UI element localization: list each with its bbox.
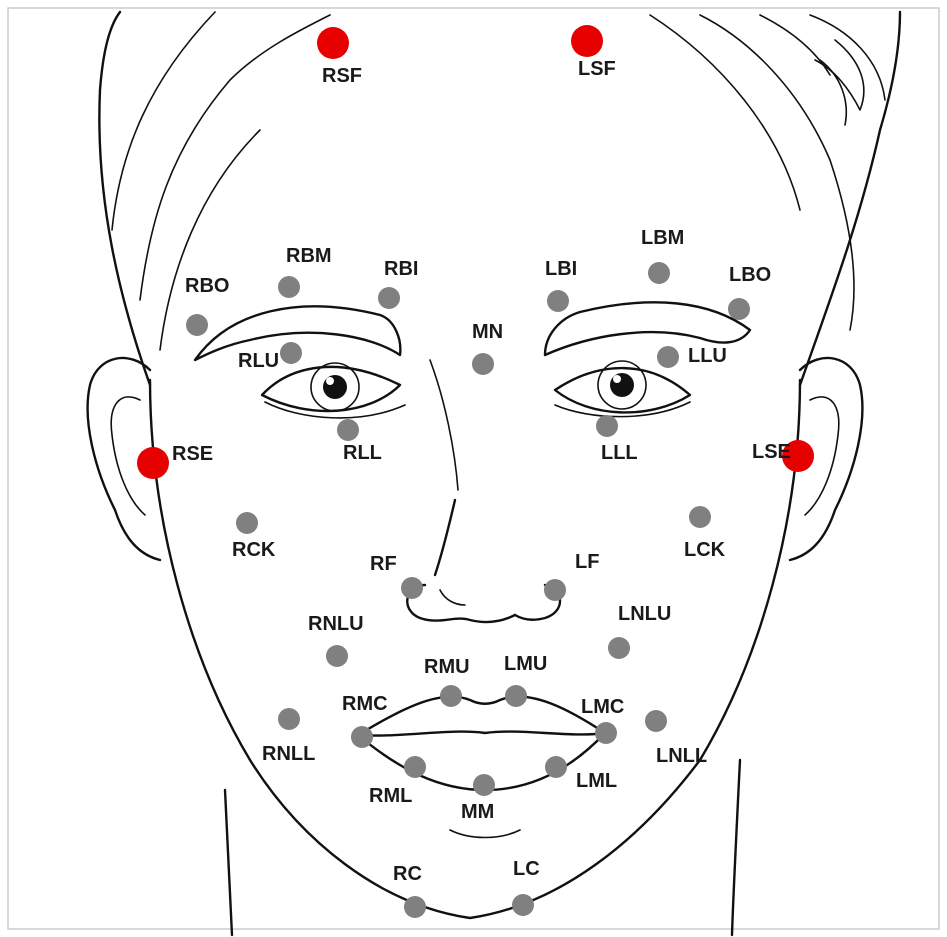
marker-dot-mm [473,774,495,796]
marker-label-lbi: LBI [545,258,577,280]
marker-label-lbm: LBM [641,227,684,249]
marker-label-rmc: RMC [342,693,388,715]
marker-label-rf: RF [370,553,397,575]
marker-label-rbo: RBO [185,275,229,297]
marker-dot-rmu [440,685,462,707]
marker-label-lnll: LNLL [656,745,707,767]
marker-label-mm: MM [461,801,494,823]
marker-label-lmu: LMU [504,653,547,675]
marker-dot-lsf [571,25,603,57]
marker-label-rml: RML [369,785,412,807]
marker-label-rc: RC [393,863,422,885]
marker-label-lnlu: LNLU [618,603,671,625]
marker-label-lmc: LMC [581,696,624,718]
marker-dot-mn [472,353,494,375]
marker-dot-rsf [317,27,349,59]
marker-dot-lnlu [608,637,630,659]
marker-label-rll: RLL [343,442,382,464]
marker-dot-rmc [351,726,373,748]
marker-label-rck: RCK [232,539,276,561]
marker-dot-rbm [278,276,300,298]
marker-label-rmu: RMU [424,656,470,678]
marker-dot-lbo [728,298,750,320]
marker-label-lf: LF [575,551,599,573]
marker-label-rbm: RBM [286,245,332,267]
marker-label-lll: LLL [601,442,638,464]
marker-label-rnll: RNLL [262,743,315,765]
marker-label-rnlu: RNLU [308,613,364,635]
marker-dot-lll [596,415,618,437]
marker-dot-rnll [278,708,300,730]
marker-dot-lmu [505,685,527,707]
marker-label-rse: RSE [172,443,213,465]
marker-label-rlu: RLU [238,350,279,372]
marker-label-rbi: RBI [384,258,418,280]
marker-dot-rlu [280,342,302,364]
marker-label-lck: LCK [684,539,726,561]
marker-label-lbo: LBO [729,264,771,286]
marker-dot-rck [236,512,258,534]
marker-dot-lml [545,756,567,778]
marker-label-lml: LML [576,770,617,792]
marker-dot-rll [337,419,359,441]
marker-label-lse: LSE [752,441,791,463]
marker-dot-rse [137,447,169,479]
marker-label-rsf: RSF [322,65,362,87]
marker-dot-lbm [648,262,670,284]
marker-dot-rf [401,577,423,599]
marker-label-lsf: LSF [578,58,616,80]
marker-dot-lmc [595,722,617,744]
marker-dot-rc [404,896,426,918]
marker-dot-rbi [378,287,400,309]
marker-dot-rnlu [326,645,348,667]
marker-dot-lf [544,579,566,601]
marker-dot-lnll [645,710,667,732]
marker-dot-lck [689,506,711,528]
marker-label-lc: LC [513,858,540,880]
marker-dot-llu [657,346,679,368]
marker-dot-rbo [186,314,208,336]
marker-label-mn: MN [472,321,503,343]
marker-dot-lc [512,894,534,916]
marker-dot-rml [404,756,426,778]
marker-label-llu: LLU [688,345,727,367]
marker-dot-lbi [547,290,569,312]
